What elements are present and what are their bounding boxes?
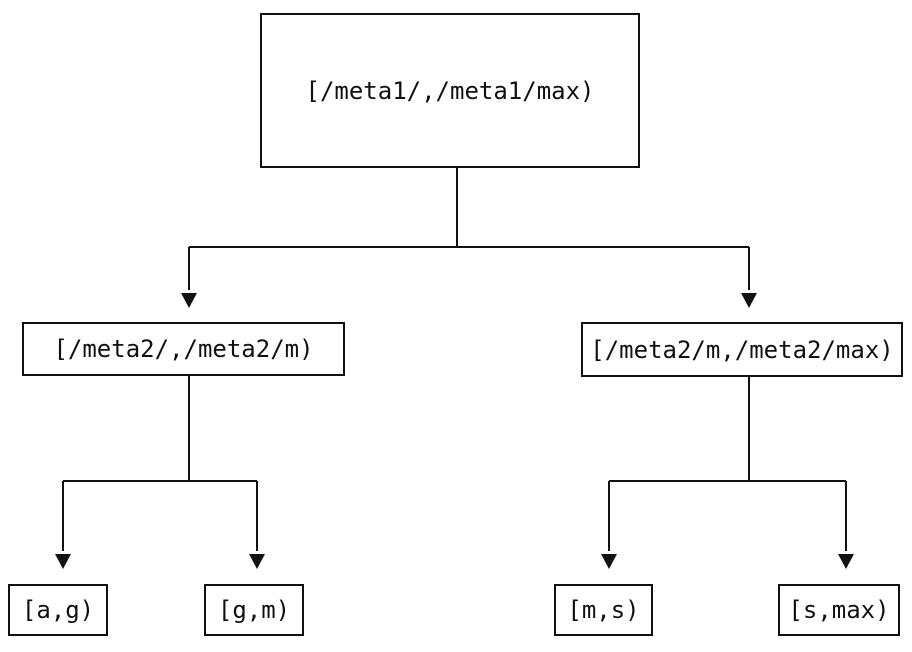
node-leaf-gm: [g,m)	[204, 584, 304, 636]
node-leaf-smax: [s,max)	[778, 584, 900, 636]
arrowhead-leaf-gm	[249, 554, 265, 569]
arrowhead-leaf-smax	[838, 554, 854, 569]
edge-left-children	[55, 376, 265, 569]
node-leaf-ag: [a,g)	[8, 584, 108, 636]
edge-right-children	[601, 377, 854, 569]
arrowhead-leaf-ms	[601, 554, 617, 569]
node-label: [s,max)	[788, 596, 890, 624]
node-root-range: [/meta1/,/meta1/max)	[260, 13, 640, 168]
arrowhead-left-child	[181, 293, 197, 308]
node-label: [/meta1/,/meta1/max)	[305, 76, 595, 105]
edge-root-children	[181, 168, 757, 308]
node-label: [g,m)	[217, 596, 291, 624]
node-label: [/meta2/m,/meta2/max)	[590, 335, 894, 364]
arrowhead-right-child	[741, 293, 757, 308]
node-left-range: [/meta2/,/meta2/m)	[22, 322, 345, 376]
arrowhead-leaf-ag	[55, 554, 71, 569]
node-label: [a,g)	[21, 596, 95, 624]
node-leaf-ms: [m,s)	[554, 584, 653, 636]
node-label: [m,s)	[567, 596, 640, 624]
node-label: [/meta2/,/meta2/m)	[53, 335, 314, 363]
node-right-range: [/meta2/m,/meta2/max)	[581, 322, 903, 377]
